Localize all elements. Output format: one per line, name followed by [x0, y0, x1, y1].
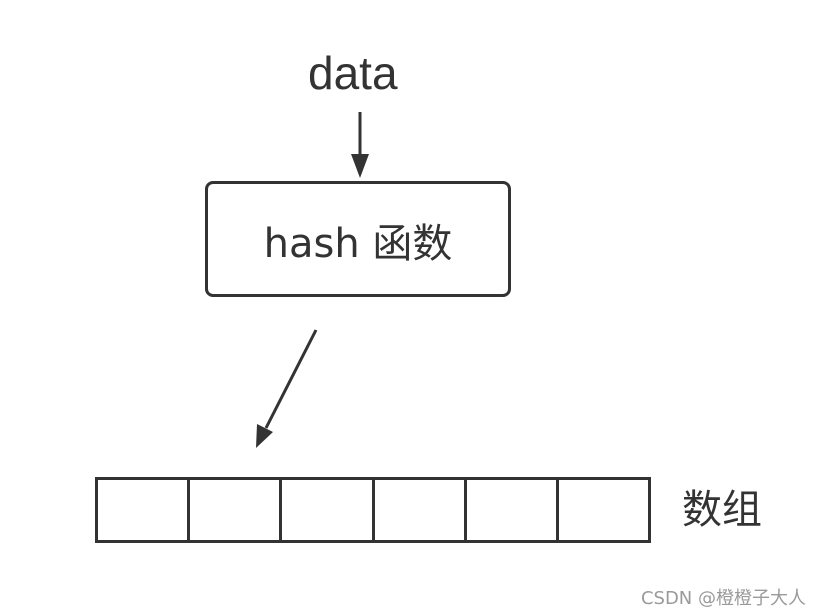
array-cell: [375, 480, 467, 540]
arrow-hash-to-array: [256, 329, 318, 448]
watermark-text: CSDN @橙橙子大人: [640, 588, 806, 609]
hash-function-box: hash 函数: [205, 181, 511, 297]
array-cell: [282, 480, 375, 540]
array-cell: [98, 480, 191, 540]
array-row: [95, 477, 651, 543]
array-label: 数组: [682, 487, 762, 533]
arrow-data-to-hash: [351, 112, 369, 178]
array-cell: [559, 480, 648, 540]
input-data-label: data: [308, 47, 398, 99]
array-cell: [467, 480, 559, 540]
array-cell: [190, 480, 283, 540]
hash-function-label: hash 函数: [263, 221, 453, 267]
